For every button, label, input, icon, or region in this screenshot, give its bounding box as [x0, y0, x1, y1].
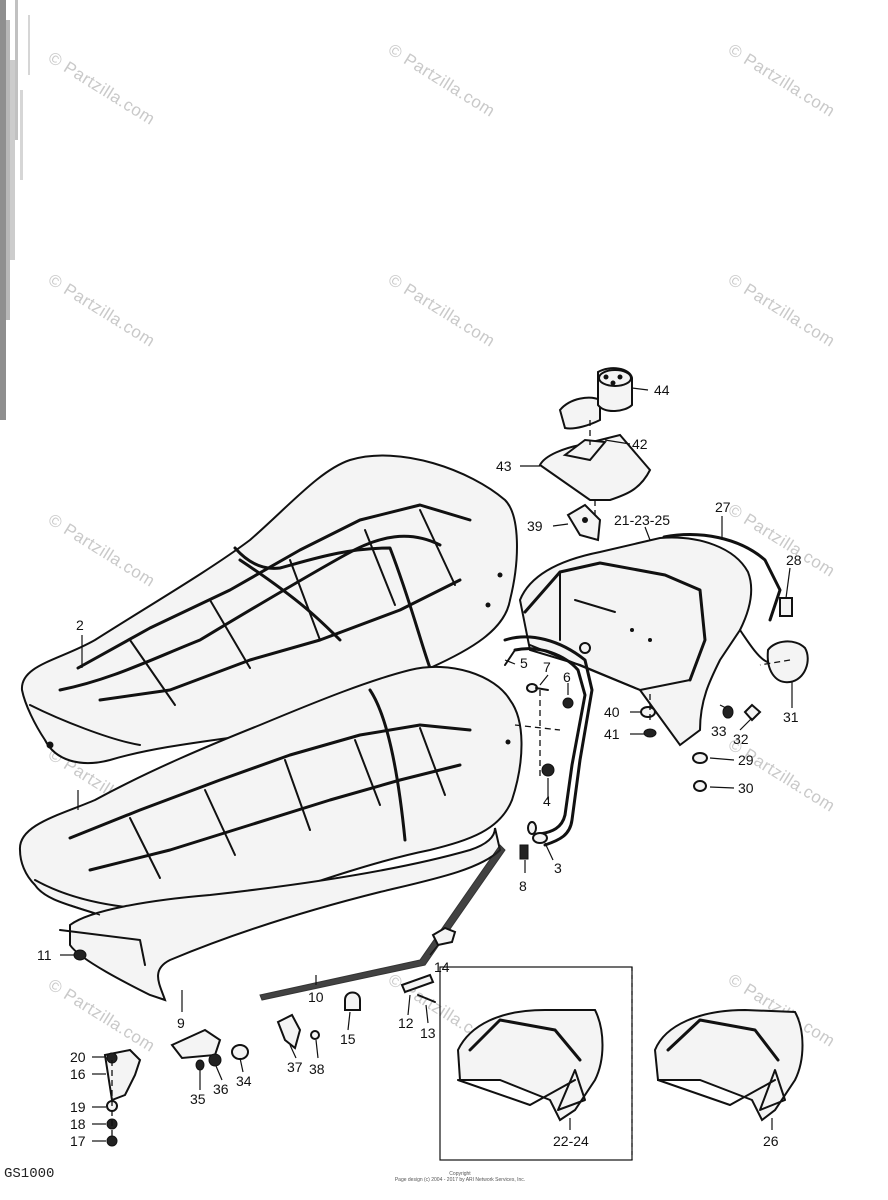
callout-22-24: 22-24 — [553, 1133, 589, 1149]
callout-35: 35 — [190, 1091, 206, 1107]
seat-upper — [20, 454, 518, 765]
diagram-code: GS1000 — [4, 1166, 55, 1182]
callout-12: 12 — [398, 1015, 414, 1031]
callout-32: 32 — [733, 731, 749, 747]
tail-box-variants — [439, 966, 804, 1161]
grab-rail — [503, 635, 594, 847]
callout-34: 34 — [236, 1073, 252, 1089]
hardware — [73, 649, 762, 1147]
callout-10: 10 — [308, 989, 324, 1005]
callout-27: 27 — [715, 499, 731, 515]
callout-31: 31 — [783, 709, 799, 725]
callout-11: 11 — [37, 947, 52, 963]
callout-labels: 2 3 4 5 6 7 8 9 10 11 12 13 14 15 16 17 … — [37, 382, 802, 1149]
callout-43: 43 — [496, 458, 512, 474]
callout-29: 29 — [738, 752, 754, 768]
callout-28: 28 — [786, 552, 802, 568]
callout-7: 7 — [543, 659, 551, 675]
assembly-guides — [111, 420, 791, 1140]
callout-2: 2 — [76, 617, 84, 633]
callout-4: 4 — [543, 793, 551, 809]
callout-5: 5 — [520, 655, 528, 671]
seat-lock-assembly — [538, 367, 652, 542]
footer-copyright: Copyright Page design (c) 2004 - 2017 by… — [380, 1171, 540, 1183]
callout-42: 42 — [632, 436, 648, 452]
callout-13: 13 — [420, 1025, 436, 1041]
callout-8: 8 — [519, 878, 527, 894]
callout-41: 41 — [604, 726, 620, 742]
callout-30: 30 — [738, 780, 754, 796]
callout-40: 40 — [604, 704, 620, 720]
leader-lines — [60, 387, 793, 1142]
callout-33: 33 — [711, 723, 727, 739]
callout-16: 16 — [70, 1066, 86, 1082]
callout-21-23-25: 21-23-25 — [614, 512, 670, 528]
footer-line-1: Copyright — [449, 1171, 471, 1177]
tail-box — [518, 533, 809, 747]
callout-37: 37 — [287, 1059, 303, 1075]
callout-36: 36 — [213, 1081, 229, 1097]
callout-39: 39 — [527, 518, 543, 534]
callout-3: 3 — [554, 860, 562, 876]
callout-18: 18 — [70, 1116, 86, 1132]
callout-20: 20 — [70, 1049, 86, 1065]
callout-6: 6 — [563, 669, 571, 685]
scan-noise — [0, 0, 30, 420]
callout-15: 15 — [340, 1031, 356, 1047]
callout-38: 38 — [309, 1061, 325, 1077]
callout-14: 14 — [434, 959, 450, 975]
callout-44: 44 — [654, 382, 670, 398]
callout-26: 26 — [763, 1133, 779, 1149]
callout-17: 17 — [70, 1133, 86, 1149]
callout-9: 9 — [177, 1015, 185, 1031]
footer-line-2: Page design (c) 2004 - 2017 by ARI Netwo… — [394, 1177, 526, 1183]
seat-pan — [59, 827, 506, 1002]
callout-19: 19 — [70, 1099, 86, 1115]
